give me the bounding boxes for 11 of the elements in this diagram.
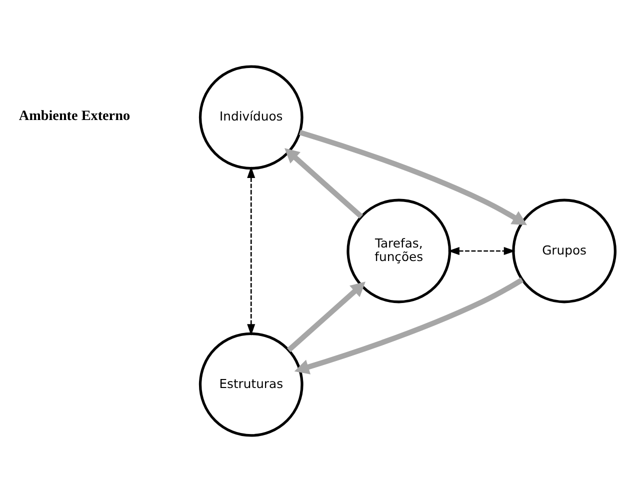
arrow [286,282,366,352]
arrow [247,166,256,336]
arrow [294,278,524,374]
arrow [448,246,516,256]
label: Ambiente Externo [18,108,130,124]
arrow [299,130,527,226]
node-circle: Estruturas [198,332,304,437]
arrow [284,148,364,219]
node-circle: Indivíduos [198,65,304,170]
node-circle: Grupos [512,198,617,304]
node-circle: Tarefas, funções [346,198,452,304]
